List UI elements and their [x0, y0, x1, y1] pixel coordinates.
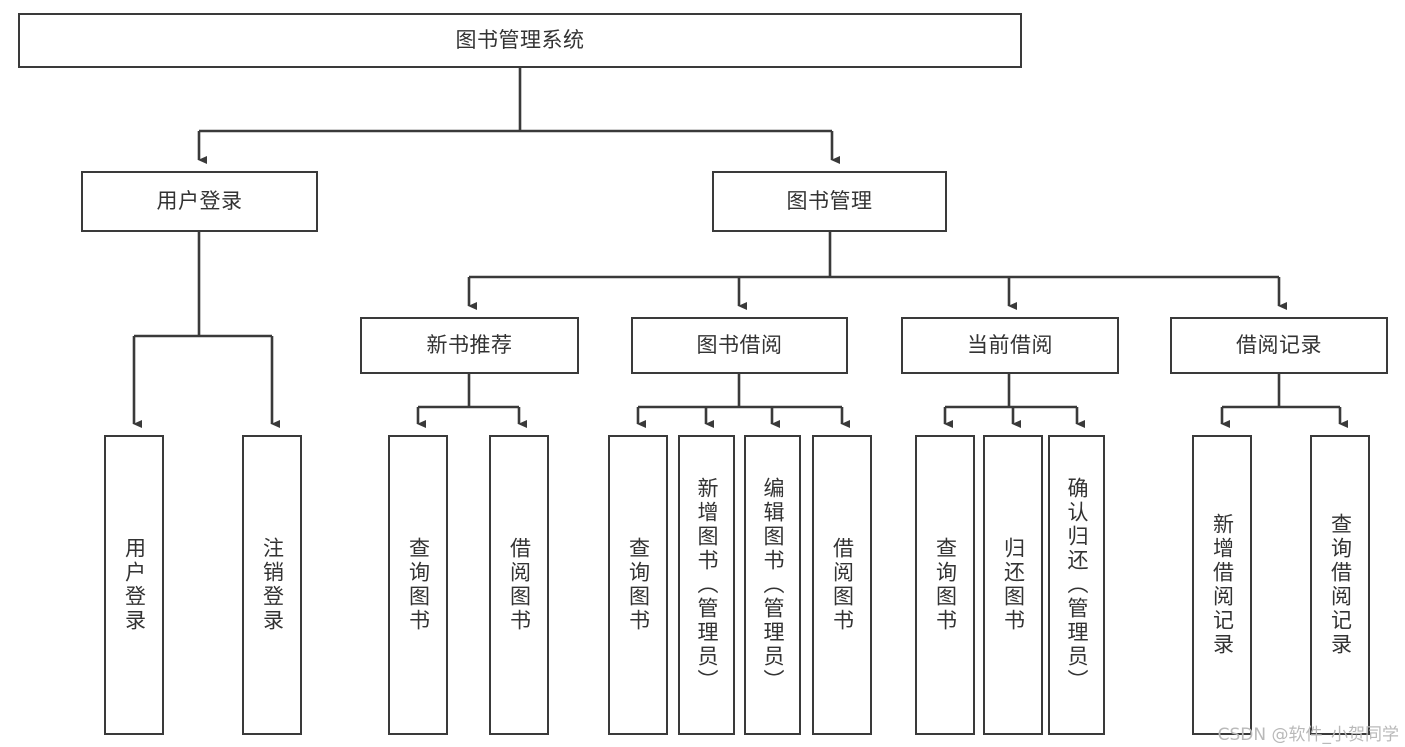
node-book-manage-label: 图书管理: [786, 189, 873, 214]
leaf-query-book-1[interactable]: 查询图书: [388, 435, 448, 735]
leaf-user-logout[interactable]: 注销登录: [242, 435, 302, 735]
node-root-system[interactable]: 图书管理系统: [18, 13, 1022, 68]
leaf-query-book-2-label: 查询图书: [626, 537, 651, 633]
node-borrow-record[interactable]: 借阅记录: [1170, 317, 1388, 374]
leaf-query-record-label: 查询借阅记录: [1328, 513, 1353, 657]
leaf-borrow-book-2[interactable]: 借阅图书: [812, 435, 872, 735]
leaf-add-book-label: 新增图书（管理员）: [695, 477, 719, 693]
node-new-book-recommend[interactable]: 新书推荐: [360, 317, 579, 374]
node-borrow-record-label: 借阅记录: [1236, 333, 1322, 358]
leaf-user-logout-label: 注销登录: [260, 537, 285, 633]
leaf-edit-book-label: 编辑图书（管理员）: [761, 477, 785, 693]
node-user-login-label: 用户登录: [156, 189, 243, 214]
leaf-query-record[interactable]: 查询借阅记录: [1310, 435, 1370, 735]
leaf-return-book-label: 归还图书: [1001, 537, 1026, 633]
csdn-watermark: CSDN @软件_小贺同学: [1217, 725, 1399, 745]
node-user-login[interactable]: 用户登录: [81, 171, 318, 232]
leaf-query-book-3-label: 查询图书: [933, 537, 958, 633]
leaf-return-book[interactable]: 归还图书: [983, 435, 1043, 735]
node-root-system-label: 图书管理系统: [455, 28, 585, 53]
leaf-edit-book[interactable]: 编辑图书（管理员）: [744, 435, 801, 735]
leaf-query-book-1-label: 查询图书: [406, 537, 431, 633]
leaf-user-login-label: 用户登录: [122, 537, 147, 633]
leaf-add-record-label: 新增借阅记录: [1210, 513, 1235, 657]
node-new-book-recommend-label: 新书推荐: [426, 333, 513, 358]
leaf-query-book-3[interactable]: 查询图书: [915, 435, 975, 735]
node-book-borrow-label: 图书借阅: [696, 333, 783, 358]
leaf-confirm-return-label: 确认归还（管理员）: [1065, 477, 1089, 693]
leaf-user-login[interactable]: 用户登录: [104, 435, 164, 735]
leaf-borrow-book-1-label: 借阅图书: [507, 537, 532, 633]
leaf-query-book-2[interactable]: 查询图书: [608, 435, 668, 735]
node-current-borrow-label: 当前借阅: [967, 333, 1053, 358]
node-book-manage[interactable]: 图书管理: [712, 171, 947, 232]
leaf-borrow-book-1[interactable]: 借阅图书: [489, 435, 549, 735]
leaf-borrow-book-2-label: 借阅图书: [830, 537, 855, 633]
node-current-borrow[interactable]: 当前借阅: [901, 317, 1119, 374]
leaf-add-book[interactable]: 新增图书（管理员）: [678, 435, 735, 735]
leaf-add-record[interactable]: 新增借阅记录: [1192, 435, 1252, 735]
leaf-confirm-return[interactable]: 确认归还（管理员）: [1048, 435, 1105, 735]
node-book-borrow[interactable]: 图书借阅: [631, 317, 848, 374]
